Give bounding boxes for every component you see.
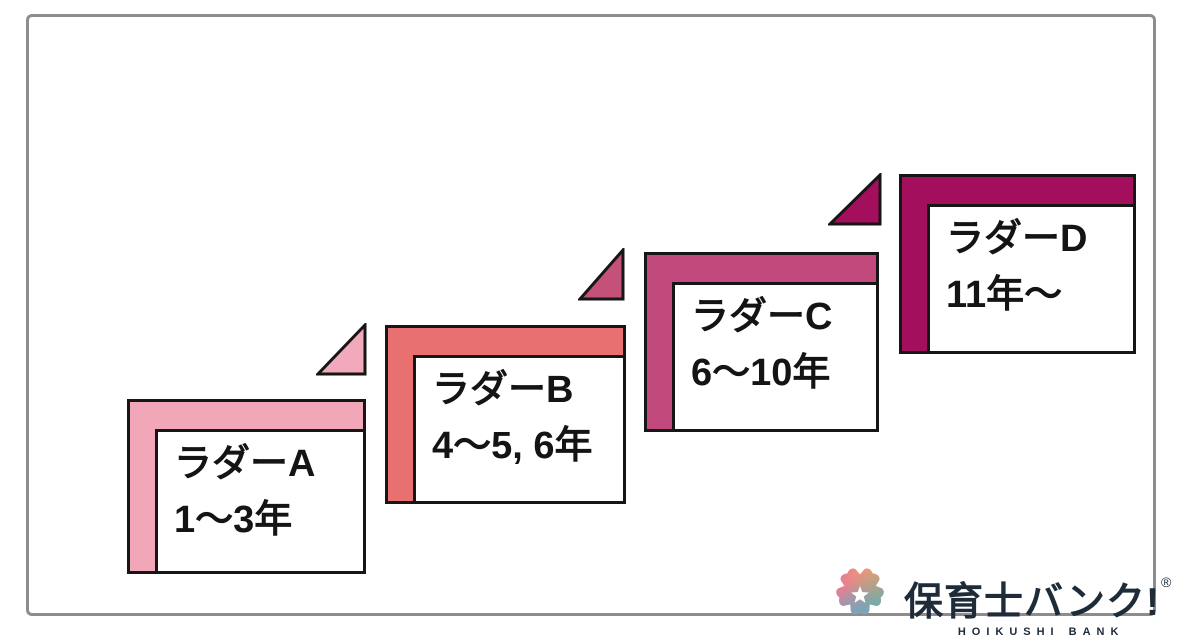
step-years-c: 6～10年 — [691, 352, 831, 394]
ladder-step-b: ラダーB 4～5, 6年 — [385, 325, 626, 504]
connector-triangle-icon-2 — [578, 248, 625, 301]
connector-triangle-icon-1 — [316, 323, 367, 376]
brand-logo: 保育士バンク!® HOIKUSHI BANK — [824, 555, 1172, 638]
ladder-step-a: ラダーA 1～3年 — [127, 399, 366, 574]
step-card-b: ラダーB 4～5, 6年 — [413, 355, 626, 504]
step-card-a: ラダーA 1～3年 — [155, 429, 366, 574]
star-icon — [851, 585, 869, 603]
step-name-c: ラダーC — [691, 296, 833, 338]
ladder-step-d: ラダーD 11年～ — [899, 174, 1136, 354]
step-years-d: 11年～ — [946, 274, 1063, 316]
ladder-step-c: ラダーC 6～10年 — [644, 252, 879, 432]
brand-name: 保育士バンク!® — [904, 561, 1172, 624]
connector-triangle-icon-3 — [828, 173, 882, 226]
triangle-shape-1 — [316, 323, 367, 376]
step-years-a: 1～3年 — [174, 499, 293, 541]
diagram-frame: ラダーA 1～3年 ラダーB 4～5, 6年 ラダーC 6～10年 ラダーD 1… — [26, 14, 1171, 638]
registered-mark: ® — [1160, 574, 1173, 590]
step-name-b: ラダーB — [432, 369, 574, 411]
step-years-b: 4～5, 6年 — [432, 425, 593, 467]
step-card-d: ラダーD 11年～ — [927, 204, 1136, 354]
step-name-d: ラダーD — [946, 218, 1088, 260]
brand-subtitle: HOIKUSHI BANK — [957, 626, 1125, 638]
sakura-flower-icon — [834, 568, 886, 618]
step-name-a: ラダーA — [174, 443, 316, 485]
step-card-c: ラダーC 6～10年 — [672, 282, 879, 432]
triangle-shape-2 — [578, 248, 625, 301]
triangle-shape-3 — [828, 173, 882, 226]
brand-name-text: 保育士バンク! — [904, 581, 1160, 624]
